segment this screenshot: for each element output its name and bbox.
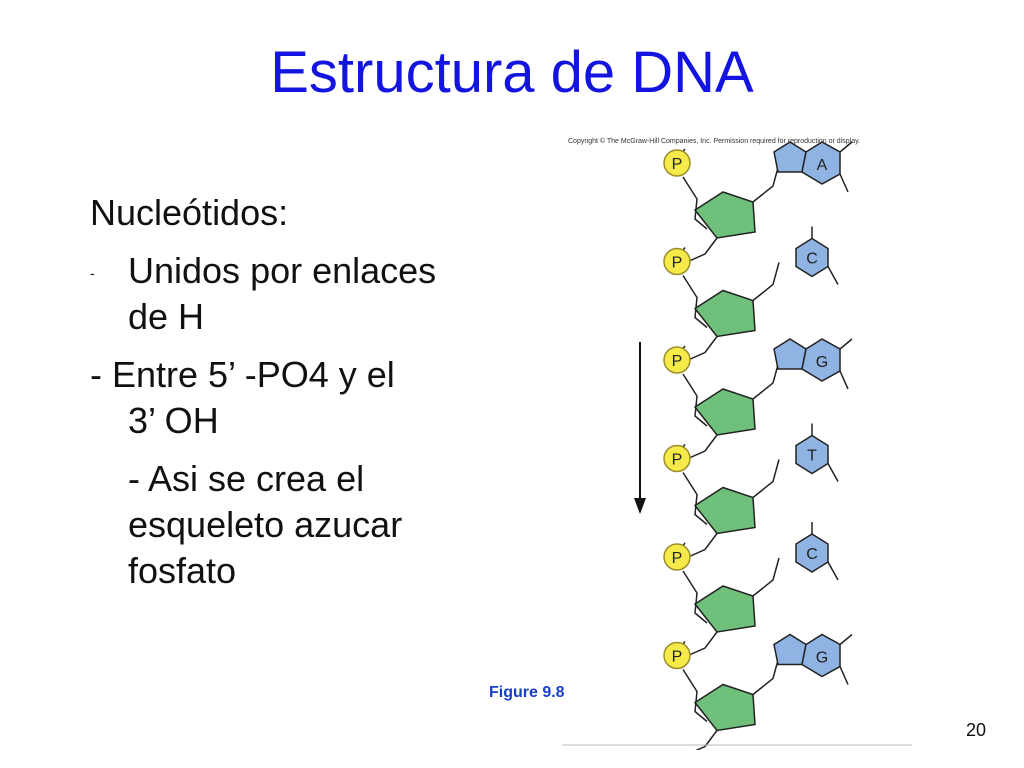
purine-ring-5 bbox=[773, 338, 807, 370]
bullet-asi-line1: - Asi se crea el bbox=[128, 458, 365, 499]
glycosidic-bond bbox=[752, 262, 780, 302]
glycosidic-bond bbox=[752, 656, 780, 696]
bullet-unidos-line1: Unidos por enlaces bbox=[128, 250, 437, 291]
backbone-link bbox=[686, 434, 718, 460]
base-label: T bbox=[807, 448, 817, 465]
base-substituent bbox=[839, 141, 853, 153]
base-substituent bbox=[839, 633, 853, 646]
purine-ring-5 bbox=[773, 141, 807, 173]
phosphate-label: P bbox=[672, 550, 683, 567]
backbone-link bbox=[686, 631, 718, 657]
sugar-pentagon bbox=[693, 289, 756, 338]
bullet-entre: - Entre 5’ -PO4 y el 3’ OH bbox=[90, 352, 560, 444]
bullet-dash: - bbox=[90, 265, 95, 281]
phosphate-label: P bbox=[672, 649, 683, 666]
bullet-asi-line3: fosfato bbox=[128, 550, 237, 591]
base-substituent bbox=[839, 338, 853, 350]
base-substituent bbox=[827, 561, 839, 581]
page-number: 20 bbox=[966, 720, 987, 740]
backbone-link bbox=[686, 533, 718, 559]
phosphate-circle bbox=[663, 149, 691, 177]
glycosidic-bond bbox=[752, 163, 780, 203]
backbone-link bbox=[686, 237, 718, 263]
phosphate-circle bbox=[663, 641, 691, 670]
phosphate-label: P bbox=[672, 255, 683, 272]
nucleotides-heading: Nucleótidos: bbox=[90, 192, 289, 233]
phosphate-label: P bbox=[672, 452, 683, 469]
base-substituent bbox=[839, 370, 849, 390]
base-label: G bbox=[816, 354, 828, 371]
sugar-pentagon bbox=[693, 683, 756, 732]
glycosidic-bond bbox=[752, 557, 780, 597]
phosphate-label: P bbox=[672, 353, 683, 370]
base-substituent bbox=[839, 173, 849, 193]
base-substituent bbox=[827, 266, 839, 285]
dna-strand-diagram: P A P C P G P T P C P G bbox=[562, 141, 912, 750]
base-substituent bbox=[839, 666, 849, 685]
sugar-pentagon bbox=[693, 486, 756, 535]
slide-body: Nucleótidos: - Unidos por enlaces de H -… bbox=[90, 190, 560, 594]
glycosidic-bond bbox=[752, 360, 780, 400]
pyrimidine-ring bbox=[795, 237, 829, 278]
phosphate-circle bbox=[663, 346, 691, 374]
figure-caption: Figure 9.8 bbox=[489, 684, 565, 701]
phosphate-circle bbox=[663, 543, 691, 571]
pyrimidine-ring bbox=[795, 434, 829, 475]
purine-ring-5 bbox=[773, 633, 807, 666]
bullet-asi: - Asi se crea el esqueleto azucar fosfat… bbox=[128, 456, 560, 594]
phosphate-circle bbox=[663, 444, 691, 473]
bullet-asi-line2: esqueleto azucar bbox=[128, 504, 403, 545]
base-label: A bbox=[817, 157, 828, 174]
direction-arrow-head bbox=[634, 498, 646, 514]
copyright-notice: Copyright © The McGraw-Hill Companies, I… bbox=[568, 138, 861, 145]
base-label: G bbox=[816, 650, 828, 667]
bullet-entre-line1: - Entre 5’ -PO4 y el bbox=[90, 354, 395, 395]
sugar-pentagon bbox=[693, 585, 756, 633]
bullet-unidos: - Unidos por enlaces de H bbox=[90, 248, 560, 340]
base-label: C bbox=[806, 251, 818, 268]
phosphate-label: P bbox=[672, 156, 683, 173]
glycosidic-bond bbox=[752, 459, 780, 499]
backbone-link bbox=[686, 336, 718, 362]
pyrimidine-ring bbox=[795, 533, 829, 573]
base-label: C bbox=[806, 546, 818, 563]
bullet-unidos-line2: de H bbox=[128, 296, 205, 337]
slide-title: Estructura de DNA bbox=[270, 40, 754, 105]
backbone-link bbox=[695, 730, 718, 750]
sugar-pentagon bbox=[693, 191, 756, 239]
bullet-entre-line2: 3’ OH bbox=[128, 400, 219, 441]
phosphate-circle bbox=[663, 247, 691, 276]
sugar-pentagon bbox=[693, 388, 756, 436]
base-substituent bbox=[827, 463, 839, 482]
